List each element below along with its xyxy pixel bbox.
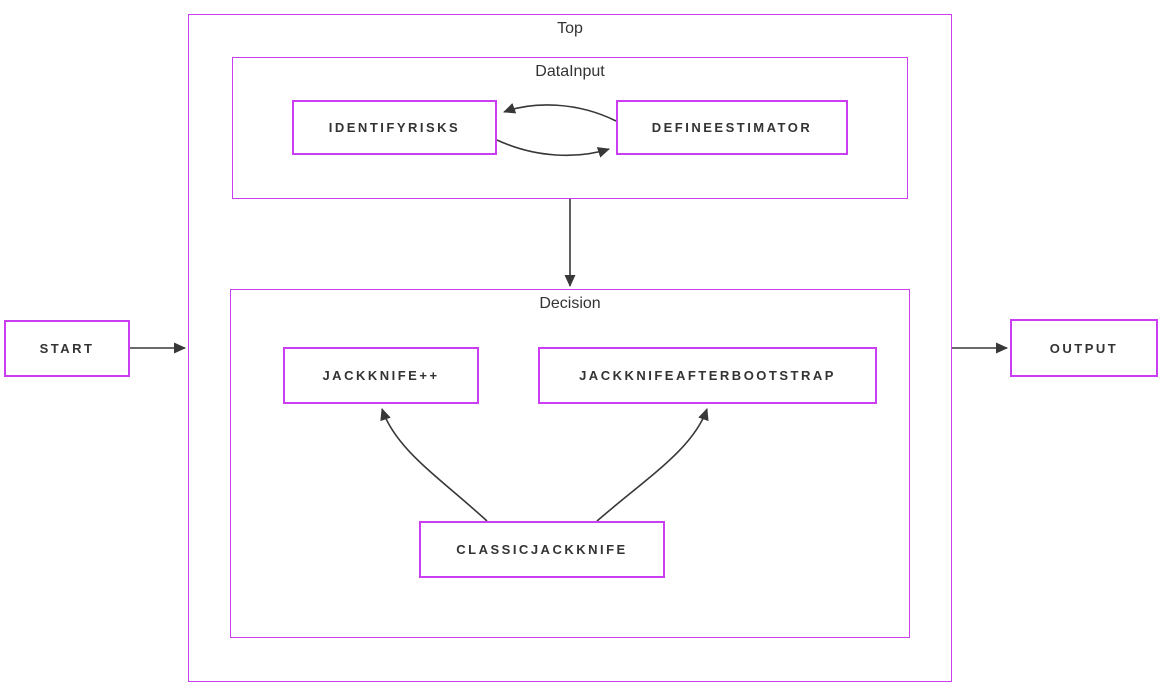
container-top: Top <box>188 14 952 682</box>
node-output: OUTPUT <box>1010 319 1158 377</box>
container-datainput: DataInput <box>232 57 908 199</box>
node-classicjackknife: CLASSICJACKKNIFE <box>419 521 665 578</box>
container-decision-label: Decision <box>539 295 601 312</box>
node-identifyrisks: IDENTIFYRISKS <box>292 100 497 155</box>
node-jackknife-plus-plus: JACKKNIFE++ <box>283 347 479 404</box>
node-jackknifeafterbootstrap: JACKKNIFEAFTERBOOTSTRAP <box>538 347 877 404</box>
container-top-label: Top <box>557 20 583 37</box>
node-start: START <box>4 320 130 377</box>
node-defineestimator: DEFINEESTIMATOR <box>616 100 848 155</box>
container-datainput-label: DataInput <box>535 63 605 80</box>
container-decision: Decision <box>230 289 910 638</box>
